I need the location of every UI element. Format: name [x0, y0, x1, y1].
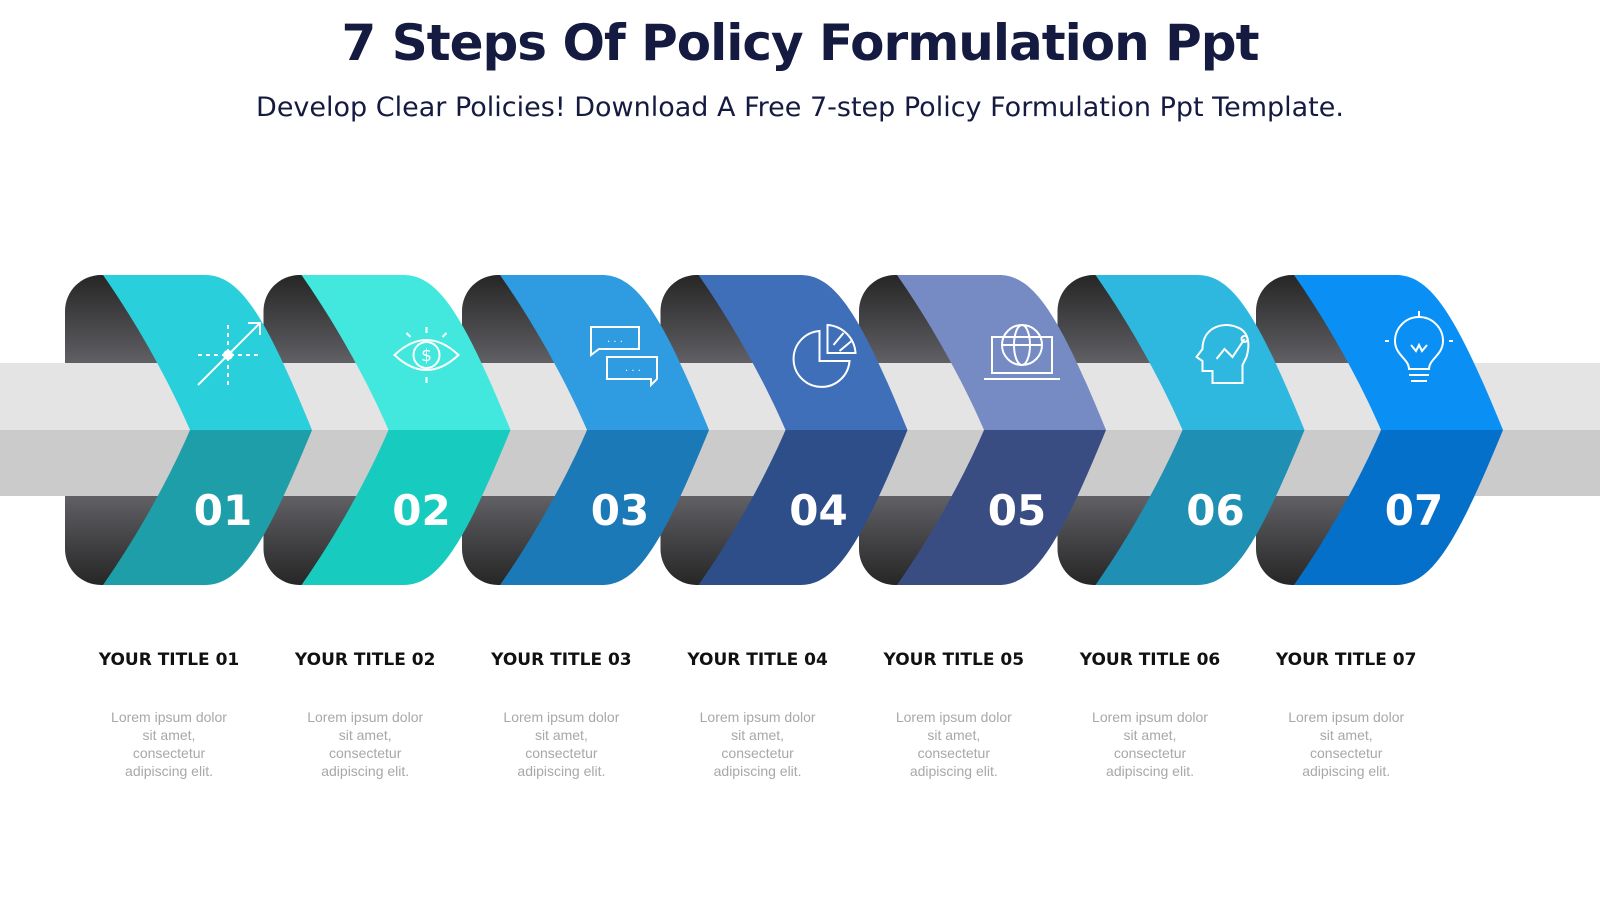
head-chart-icon [1195, 324, 1250, 384]
step-chevron [897, 275, 1106, 585]
step-title: YOUR TITLE 07 [1275, 650, 1417, 670]
laptop-globe-icon [984, 324, 1060, 380]
svg-text:. . .: . . . [607, 334, 623, 345]
step-chevron [500, 275, 709, 585]
step-number: 05 [988, 486, 1046, 535]
step-title: YOUR TITLE 01 [98, 650, 240, 670]
growth-arrow-icon [197, 322, 261, 386]
step-number: 07 [1385, 486, 1443, 535]
step-chevron [103, 275, 312, 585]
step-title: YOUR TITLE 04 [687, 650, 828, 670]
svg-text:$: $ [421, 346, 432, 366]
step-description: Lorem ipsum dolor sit amet, consectetur … [895, 709, 1012, 779]
step-number: 06 [1186, 486, 1244, 535]
step-description: Lorem ipsum dolor sit amet, consectetur … [1092, 709, 1208, 779]
pie-chart-icon [792, 323, 857, 388]
page-subtitle: Develop Clear Policies! Download A Free … [256, 92, 1344, 123]
step-title: YOUR TITLE 02 [294, 650, 436, 670]
chat-bubbles-icon: . . . . . . [590, 326, 658, 388]
step-number: 01 [194, 486, 252, 535]
step-title: YOUR TITLE 03 [491, 650, 632, 670]
step-chevron [1095, 275, 1305, 585]
step-description: Lorem ipsum dolor sit amet, consectetur … [1288, 709, 1405, 779]
lightbulb-icon [1385, 311, 1453, 382]
step-description: Lorem ipsum dolor sit amet, consectetur … [307, 709, 424, 779]
page-title: 7 Steps Of Policy Formulation Ppt [341, 14, 1260, 72]
step-description: Lorem ipsum dolor sit amet, consectetur … [699, 709, 816, 779]
step-description: Lorem ipsum dolor sit amet, consectetur … [503, 709, 620, 779]
step-chevron [301, 275, 511, 585]
step-description: Lorem ipsum dolor sit amet, consectetur … [111, 709, 227, 779]
step-title: YOUR TITLE 06 [1079, 650, 1221, 670]
step-number: 02 [392, 486, 450, 535]
eye-dollar-icon: $ [393, 327, 460, 383]
step-number: 04 [789, 486, 847, 535]
step-number: 03 [591, 486, 649, 535]
svg-text:. . .: . . . [625, 363, 641, 374]
step-chevron [1294, 275, 1503, 585]
step-title: YOUR TITLE 05 [883, 650, 1025, 670]
